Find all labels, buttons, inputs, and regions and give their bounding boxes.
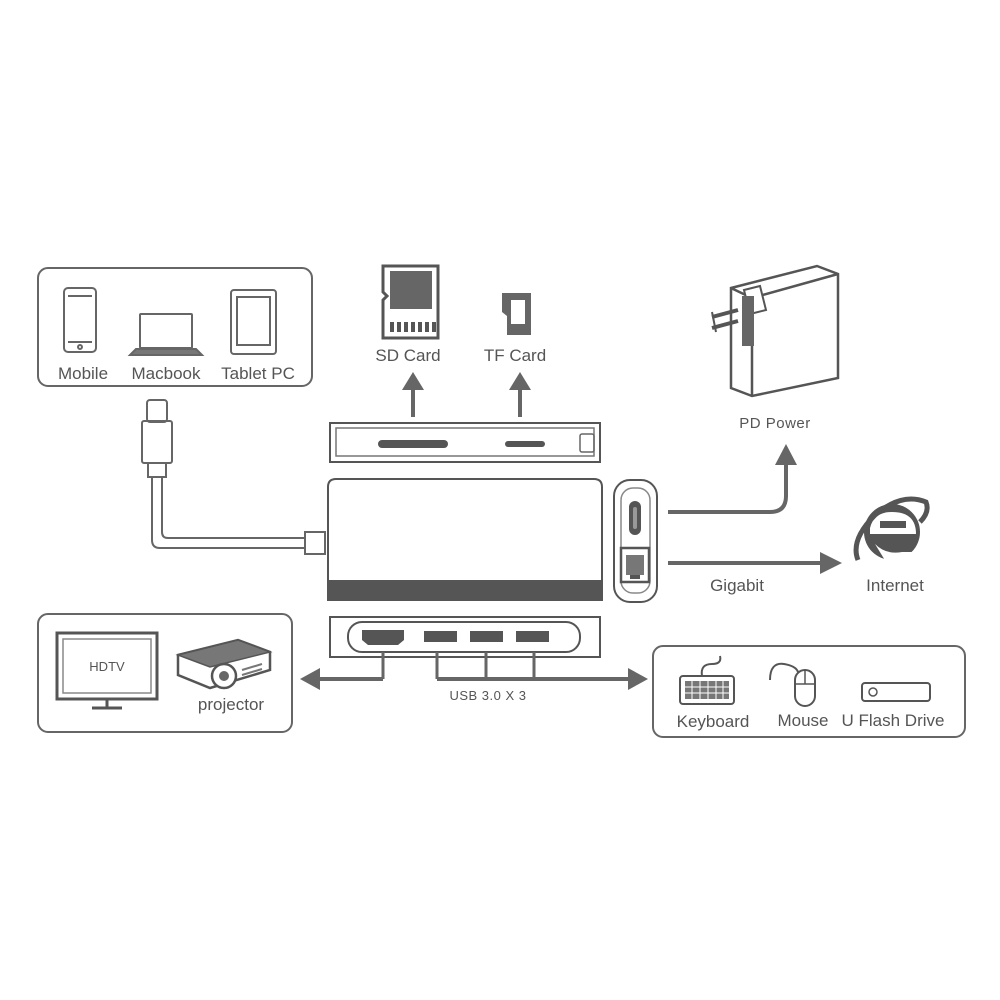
macbook-icon — [127, 313, 205, 356]
keyboard-icon — [679, 655, 735, 705]
peripherals-box: Keyboard Mouse U Flash Drive — [652, 645, 966, 738]
hub-side-ports — [613, 479, 658, 603]
hdtv-icon — [55, 631, 159, 710]
pd-power-label: PD Power — [739, 415, 811, 432]
internet-label: Internet — [866, 576, 924, 595]
internet-explorer-icon — [853, 496, 930, 563]
pd-power-arrow — [668, 444, 797, 514]
hdmi-port — [362, 630, 404, 645]
tablet-pc-label: Tablet PC — [221, 364, 295, 383]
sd-card-arrow — [402, 372, 424, 417]
usb-port-3 — [516, 631, 549, 642]
usb-c-cable — [141, 399, 326, 555]
usb-arrow — [437, 668, 648, 690]
usb-port-1 — [424, 631, 457, 642]
keyboard-label: Keyboard — [677, 712, 750, 731]
display-devices-box: HDTV projector — [37, 613, 293, 733]
source-devices-box: Mobile Macbook Tablet PC — [37, 267, 313, 387]
tf-card-label: TF Card — [484, 346, 546, 365]
card-reader-side — [329, 422, 601, 463]
pd-power-adapter-icon — [711, 264, 840, 398]
tf-card-icon — [502, 293, 531, 335]
rj45-port — [619, 546, 651, 584]
sd-card-label: SD Card — [375, 346, 440, 365]
mobile-phone-icon — [63, 287, 97, 353]
hdtv-label: HDTV — [89, 659, 125, 674]
macbook-label: Macbook — [132, 364, 201, 383]
gigabit-arrow — [668, 552, 842, 574]
projector-icon — [175, 638, 273, 690]
usb-label: USB 3.0 X 3 — [449, 688, 526, 703]
gigabit-label: Gigabit — [710, 576, 764, 595]
sd-slot — [378, 440, 448, 448]
hub-front-ports — [329, 616, 601, 658]
port-connector-lines — [381, 652, 536, 679]
usb-port-2 — [470, 631, 503, 642]
tf-card-arrow — [509, 372, 531, 417]
flash-drive-icon — [861, 682, 931, 702]
sd-card-icon — [381, 264, 440, 340]
display-arrow — [300, 668, 383, 690]
tf-slot — [505, 441, 545, 447]
mobile-label: Mobile — [58, 364, 108, 383]
flash-drive-label: U Flash Drive — [842, 711, 945, 730]
hub-body — [327, 478, 603, 601]
mouse-icon — [769, 662, 816, 707]
mouse-label: Mouse — [777, 711, 828, 730]
projector-label: projector — [198, 695, 264, 714]
tablet-icon — [230, 289, 277, 355]
